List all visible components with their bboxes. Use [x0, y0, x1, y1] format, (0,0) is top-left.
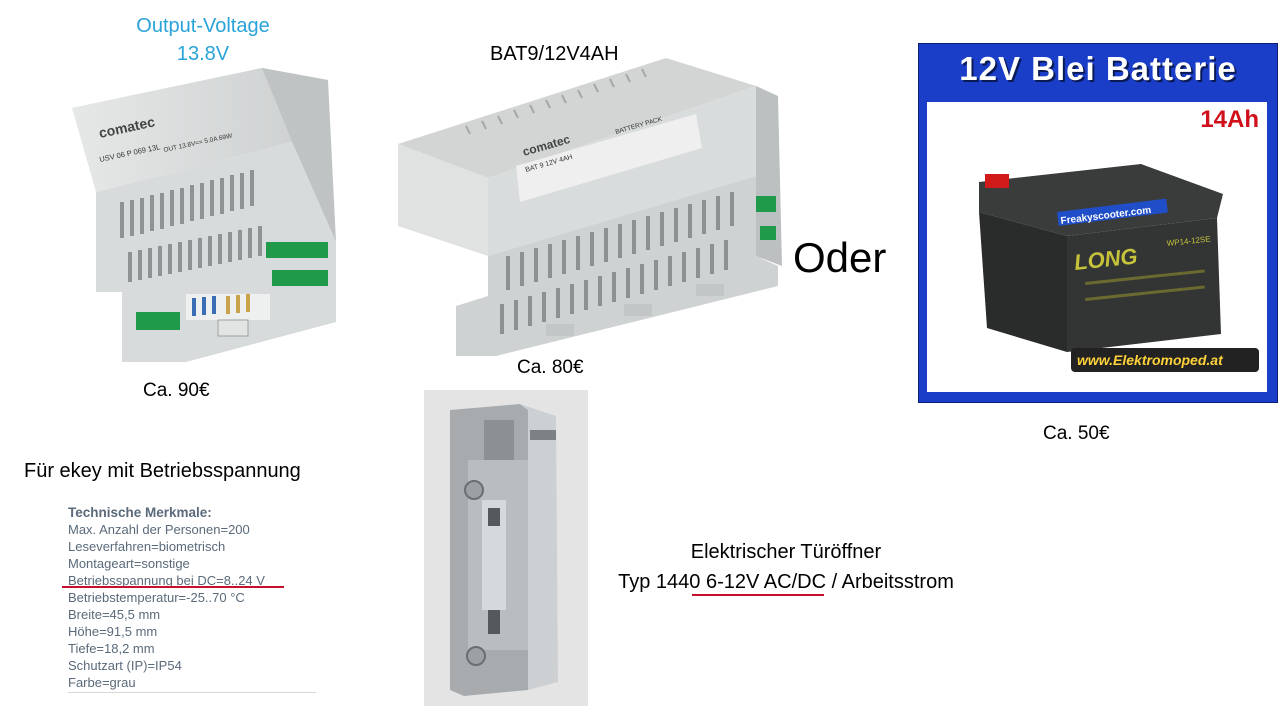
spec-line: Tiefe=18,2 mm: [68, 641, 155, 656]
spec-line: Montageart=sonstige: [68, 556, 190, 571]
ekey-heading: Für ekey mit Betriebsspannung: [24, 460, 301, 482]
psu-title-line2: 13.8V: [176, 43, 230, 65]
door-opener-type: Typ 1440: [618, 571, 706, 593]
door-opener-spec: Typ 1440 6-12V AC/DC / Arbeitsstrom: [596, 567, 976, 597]
lead-battery-capacity: 14Ah: [1200, 106, 1259, 133]
psu-title-line1: Output-Voltage: [136, 15, 270, 37]
door-opener-voltage: 6-12V AC/DC: [705, 571, 827, 593]
lead-battery-price: Ca. 50€: [1043, 423, 1110, 444]
door-opener-photo: [424, 390, 588, 706]
spec-list-divider: [68, 692, 316, 693]
spec-title: Technische Merkmale:: [68, 505, 212, 520]
battery-pack-photo: comatec BAT 9 12V 4AH BATTERY PACK: [396, 56, 784, 362]
spec-line: Farbe=grau: [68, 675, 136, 690]
spec-line: Betriebstemperatur=-25..70 °C: [68, 590, 245, 605]
spec-line: Schutzart (IP)=IP54: [68, 658, 182, 673]
lead-battery-panel: 12V Blei Batterie 14Ah Freakyscooter.com…: [918, 43, 1278, 403]
psu-price: Ca. 90€: [143, 380, 210, 401]
lead-battery-photo: 14Ah Freakyscooter.com LONG WP14-12SE ww…: [927, 102, 1267, 392]
lead-battery-banner: 12V Blei Batterie: [959, 50, 1237, 87]
voltage-underline: [62, 586, 284, 588]
door-opener-description: Elektrischer Türöffner Typ 1440 6-12V AC…: [596, 537, 976, 597]
spec-line: Höhe=91,5 mm: [68, 624, 158, 639]
door-opener-mode: / Arbeitsstrom: [826, 571, 954, 593]
lead-battery-watermark: www.Elektromoped.at: [1077, 352, 1224, 368]
ekey-spec-list: Technische Merkmale: Max. Anzahl der Per…: [68, 504, 265, 691]
spec-line: Max. Anzahl der Personen=200: [68, 522, 250, 537]
psu-device-photo: comatec USV 06 P 069 13L OUT 13.8V== 5.0…: [66, 62, 342, 362]
spec-line-voltage: Betriebsspannung bei DC=8..24 V: [68, 573, 265, 588]
door-opener-title: Elektrischer Türöffner: [690, 541, 882, 563]
spec-line: Leseverfahren=biometrisch: [68, 539, 226, 554]
psu-title: Output-Voltage 13.8V: [118, 12, 288, 68]
alternative-separator: Oder: [793, 234, 887, 281]
spec-line: Breite=45,5 mm: [68, 607, 161, 622]
door-voltage-underline: [692, 594, 824, 596]
battery-pack-price: Ca. 80€: [517, 357, 584, 378]
battery-pack-label: BAT9/12V4AH: [490, 43, 619, 65]
